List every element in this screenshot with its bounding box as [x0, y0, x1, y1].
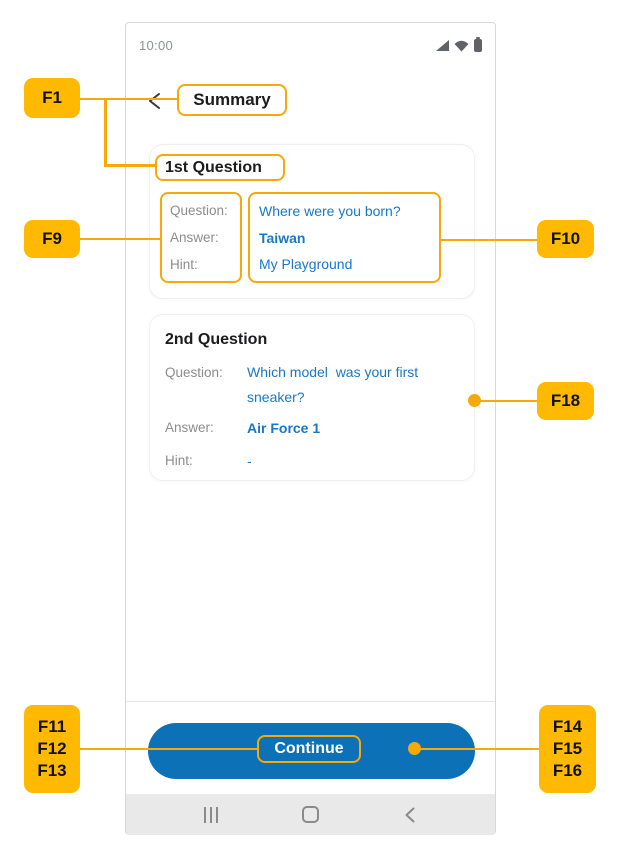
question-card-2: 2nd Question Question: Which model was y…: [149, 314, 475, 481]
back-icon[interactable]: [395, 800, 425, 830]
connector-line-f14: [415, 747, 540, 750]
row-label: Question:: [165, 365, 223, 380]
annotation-label-f1: F1: [24, 78, 80, 118]
status-bar-icons: [436, 37, 482, 52]
annotation-label-f18: F18: [537, 382, 594, 420]
connector-line-f10: [441, 238, 537, 241]
row-value: Taiwan: [259, 229, 306, 246]
connector-line-f1-summary: [80, 97, 177, 100]
continue-button-label: Continue: [274, 740, 344, 757]
connector-line-f18: [475, 399, 537, 402]
phone-frame: 10:00 2nd Question Question: Which model…: [125, 22, 496, 835]
card-title: 1st Question: [165, 158, 262, 176]
row-label: Question:: [170, 203, 228, 218]
row-value: My Playground: [259, 256, 353, 272]
row-label: Hint:: [165, 453, 193, 468]
android-nav-bar: [126, 794, 495, 835]
annotation-label-f10: F10: [537, 220, 594, 258]
home-icon[interactable]: [296, 800, 326, 830]
highlight-box-summary: Summary: [177, 84, 287, 116]
connector-line-f1-vertical: [104, 98, 107, 166]
row-value: Air Force 1: [247, 420, 321, 436]
wifi-icon: [454, 40, 469, 51]
annotation-dot-continue: [408, 742, 421, 755]
highlight-box-question1-title: 1st Question: [155, 154, 285, 181]
card-title: 2nd Question: [165, 331, 268, 348]
status-bar-time: 10:00: [139, 38, 174, 53]
row-label: Hint:: [170, 257, 198, 272]
question-card-1: [149, 144, 475, 299]
highlight-box-row-labels: Question: Answer: Hint:: [160, 192, 242, 283]
page-title: Summary: [193, 90, 271, 109]
row-label: Answer:: [165, 420, 214, 435]
annotation-label-f9: F9: [24, 220, 80, 258]
highlight-box-continue: Continue: [257, 735, 361, 763]
recents-icon[interactable]: [196, 800, 226, 830]
connector-line-f1-question1: [104, 164, 155, 167]
battery-icon: [474, 37, 482, 52]
row-value: Where were you born?: [259, 203, 401, 219]
connector-line-f11: [80, 747, 257, 750]
connector-line-f9: [80, 237, 160, 240]
footer-divider: [126, 701, 495, 702]
row-label: Answer:: [170, 230, 219, 245]
signal-icon: [436, 40, 449, 51]
row-value: Which model was your first sneaker?: [247, 364, 423, 405]
row-value: -: [247, 453, 252, 469]
back-arrow-icon[interactable]: [147, 91, 169, 111]
highlight-box-row-values: Where were you born? Taiwan My Playgroun…: [248, 192, 441, 283]
annotation-dot-f18: [468, 394, 481, 407]
